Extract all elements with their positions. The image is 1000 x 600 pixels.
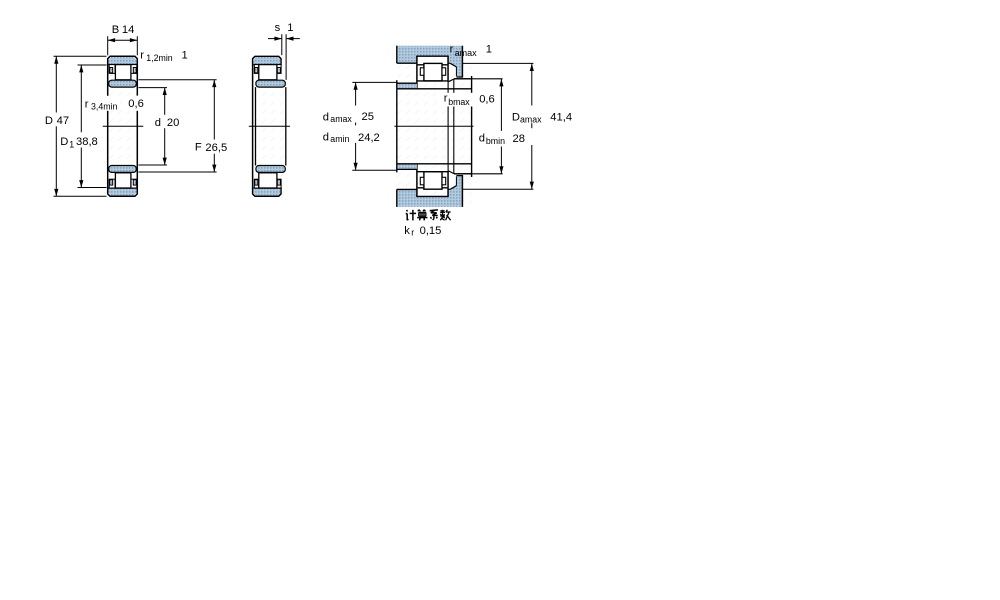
svg-text:s: s: [275, 22, 281, 34]
svg-text:B: B: [112, 24, 119, 36]
svg-text:24,2: 24,2: [358, 132, 380, 144]
svg-text:r: r: [444, 92, 448, 104]
svg-text:k: k: [404, 225, 410, 237]
svg-text:0,6: 0,6: [128, 98, 144, 110]
svg-text:1: 1: [182, 49, 188, 61]
svg-text:0,15: 0,15: [420, 225, 442, 237]
svg-text:r: r: [450, 43, 454, 55]
svg-text:47: 47: [57, 115, 69, 127]
svg-text:28: 28: [513, 133, 525, 145]
svg-text:d: d: [323, 111, 329, 123]
svg-text:14: 14: [122, 24, 134, 36]
svg-text:3,4min: 3,4min: [91, 102, 118, 112]
svg-text:r: r: [411, 228, 414, 238]
svg-text:amax: amax: [455, 48, 478, 58]
svg-text:r: r: [140, 49, 144, 61]
svg-text:d: d: [323, 131, 329, 143]
svg-text:26,5: 26,5: [205, 142, 227, 154]
svg-text:D: D: [45, 115, 53, 127]
svg-text:D: D: [512, 112, 520, 124]
svg-text:amax: amax: [520, 114, 542, 124]
svg-text:bmax: bmax: [448, 97, 470, 107]
svg-text:d: d: [155, 117, 161, 129]
svg-text:41,4: 41,4: [550, 111, 572, 123]
svg-text:amin: amin: [330, 134, 349, 144]
svg-text:25: 25: [362, 111, 374, 123]
svg-text:F: F: [195, 141, 202, 153]
svg-text:1: 1: [486, 44, 492, 56]
svg-text:20: 20: [167, 117, 179, 129]
svg-text:d: d: [479, 133, 485, 145]
svg-text:1: 1: [287, 22, 293, 34]
svg-text:1,2min: 1,2min: [146, 53, 173, 63]
svg-text:38,8: 38,8: [76, 136, 98, 148]
svg-text:r: r: [85, 98, 89, 110]
svg-text:0,6: 0,6: [479, 94, 495, 106]
svg-text:D: D: [60, 136, 68, 148]
svg-text:bmin: bmin: [486, 136, 505, 146]
svg-text:amax: amax: [330, 114, 352, 124]
svg-text:1: 1: [69, 139, 74, 149]
